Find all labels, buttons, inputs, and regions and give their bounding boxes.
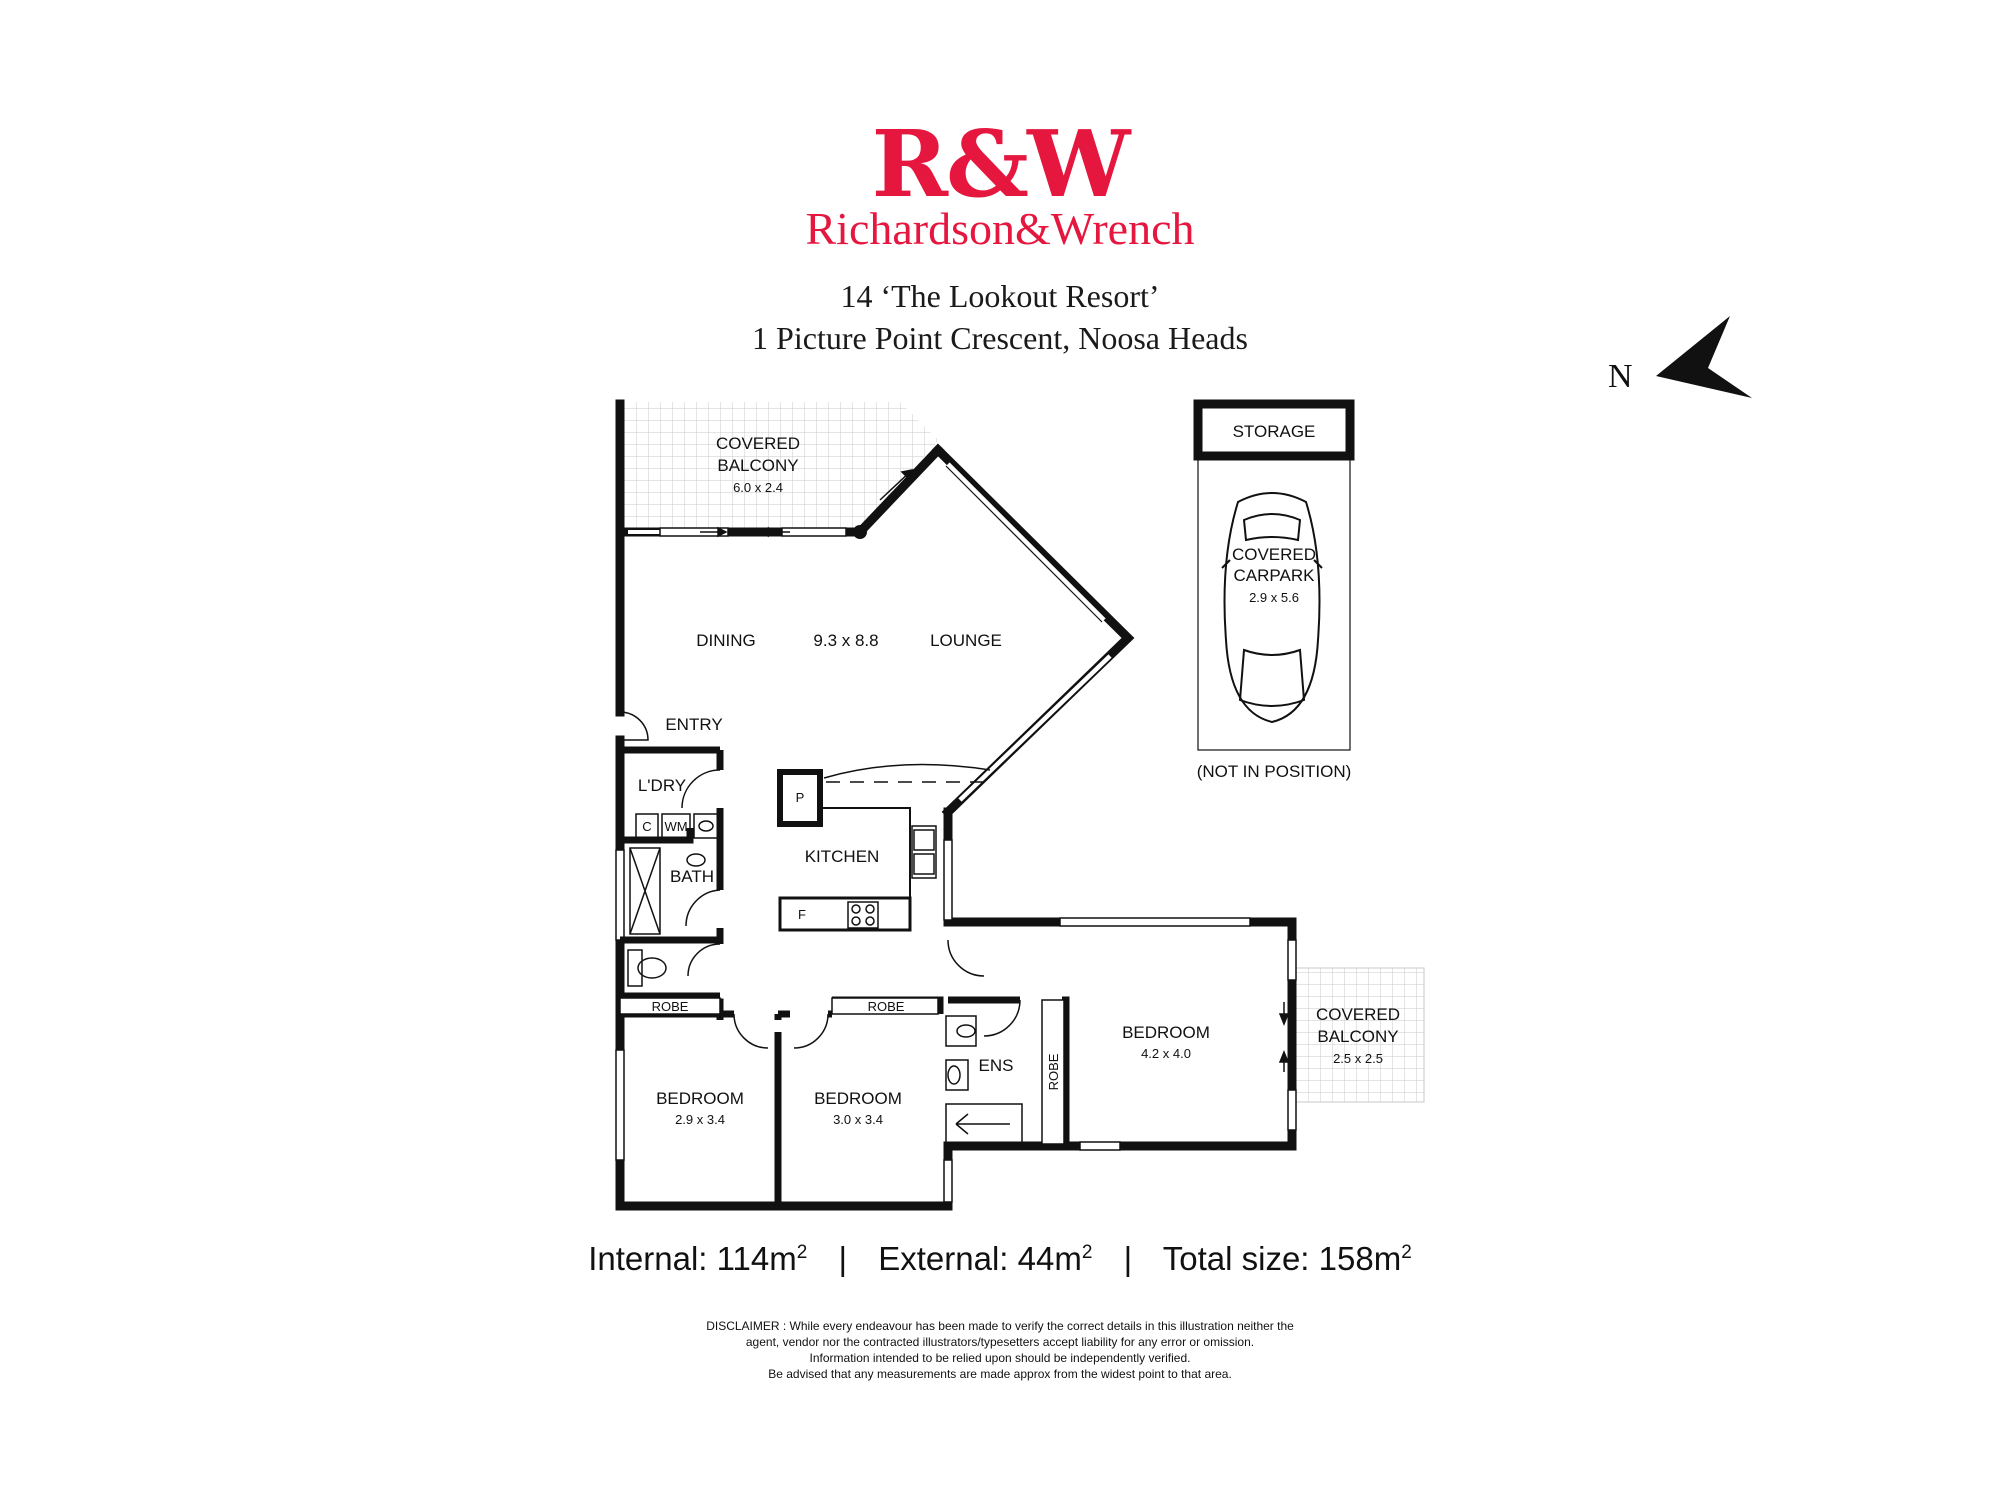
- external-unit-power: 2: [1081, 1242, 1093, 1263]
- bedroom-3-size: 3.0 x 3.4: [833, 1112, 883, 1127]
- covered-balcony-main-size: 6.0 x 2.4: [733, 480, 783, 495]
- windows: [615, 527, 1297, 1203]
- bedroom-2-label: BEDROOM: [656, 1089, 744, 1108]
- cupboard-label: C: [642, 819, 651, 834]
- internal-unit-power: 2: [796, 1242, 808, 1263]
- disclaimer-line-1: DISCLAIMER : While every endeavour has b…: [706, 1319, 1294, 1333]
- total-unit-power: 2: [1401, 1242, 1412, 1263]
- storage-label: STORAGE: [1233, 422, 1316, 441]
- total-value: 158m: [1318, 1240, 1402, 1277]
- size-summary: Internal: 114m2 | External: 44m2 | Total…: [0, 1240, 2000, 1278]
- robe-label-master: ROBE: [1046, 1053, 1061, 1090]
- disclaimer-line-4: Be advised that any measurements are mad…: [768, 1367, 1232, 1381]
- covered-balcony-small-label-2: BALCONY: [1317, 1027, 1398, 1046]
- compass-label: N: [1608, 358, 1633, 395]
- external-label: External:: [878, 1240, 1009, 1277]
- robe-label-bedroom-3: ROBE: [868, 999, 905, 1014]
- external-value: 44m: [1017, 1240, 1082, 1277]
- covered-balcony-main-label: COVERED: [716, 434, 800, 453]
- carpark-size: 2.9 x 5.6: [1249, 590, 1299, 605]
- covered-balcony-small-label: COVERED: [1316, 1005, 1400, 1024]
- covered-balcony-small-size: 2.5 x 2.5: [1333, 1051, 1383, 1066]
- internal-value: 114m: [716, 1240, 797, 1277]
- balcony-door-hinge: [853, 525, 867, 539]
- laundry-label: L'DRY: [638, 776, 686, 795]
- bedroom-2-size: 2.9 x 3.4: [675, 1112, 725, 1127]
- pantry-label: P: [796, 790, 805, 805]
- fixtures: [619, 711, 1065, 1145]
- carpark-outline: [1193, 399, 1355, 751]
- living-size: 9.3 x 8.8: [813, 631, 878, 650]
- covered-balcony-main-area: [622, 402, 938, 532]
- brand-name: Richardson&Wrench: [805, 203, 1195, 254]
- carpark-label-2: CARPARK: [1234, 566, 1316, 585]
- bedroom-3-label: BEDROOM: [814, 1089, 902, 1108]
- kitchen-label: KITCHEN: [805, 847, 880, 866]
- fridge-label: F: [798, 907, 806, 922]
- angled-wall-windows: [945, 461, 1113, 803]
- disclaimer-line-2: agent, vendor nor the contracted illustr…: [745, 1335, 1255, 1349]
- carpark-label: COVERED: [1232, 545, 1316, 564]
- disclaimer: DISCLAIMER : While every endeavour has b…: [500, 1318, 1500, 1382]
- ensuite-label: ENS: [979, 1056, 1014, 1075]
- master-bedroom-size: 4.2 x 4.0: [1141, 1046, 1191, 1061]
- internal-label: Internal:: [588, 1240, 708, 1277]
- disclaimer-line-3: Information intended to be relied upon s…: [809, 1351, 1191, 1365]
- address-line-2: 1 Picture Point Crescent, Noosa Heads: [752, 320, 1248, 356]
- master-bedroom-label: BEDROOM: [1122, 1023, 1210, 1042]
- not-in-position-note: (NOT IN POSITION): [1197, 762, 1352, 781]
- covered-balcony-main-label-2: BALCONY: [717, 456, 798, 475]
- robe-label-bedroom-2: ROBE: [652, 999, 689, 1014]
- bath-label: BATH: [670, 867, 714, 886]
- dining-label: DINING: [696, 631, 756, 650]
- brand-logo-mark: R&W: [871, 110, 1131, 218]
- size-separator-1: |: [838, 1240, 848, 1277]
- covered-balcony-small-area: [1289, 967, 1425, 1103]
- total-label: Total size:: [1162, 1240, 1310, 1277]
- address-line-1: 14 ‘The Lookout Resort’: [840, 278, 1160, 314]
- size-separator-2: |: [1123, 1240, 1133, 1277]
- car-icon: [1221, 492, 1323, 724]
- lounge-label: LOUNGE: [930, 631, 1002, 650]
- entry-label: ENTRY: [665, 715, 722, 734]
- sliding-door-arrows: [700, 468, 1290, 1072]
- washing-machine-label: WM: [664, 819, 687, 834]
- compass-arrow-icon: [1656, 316, 1752, 398]
